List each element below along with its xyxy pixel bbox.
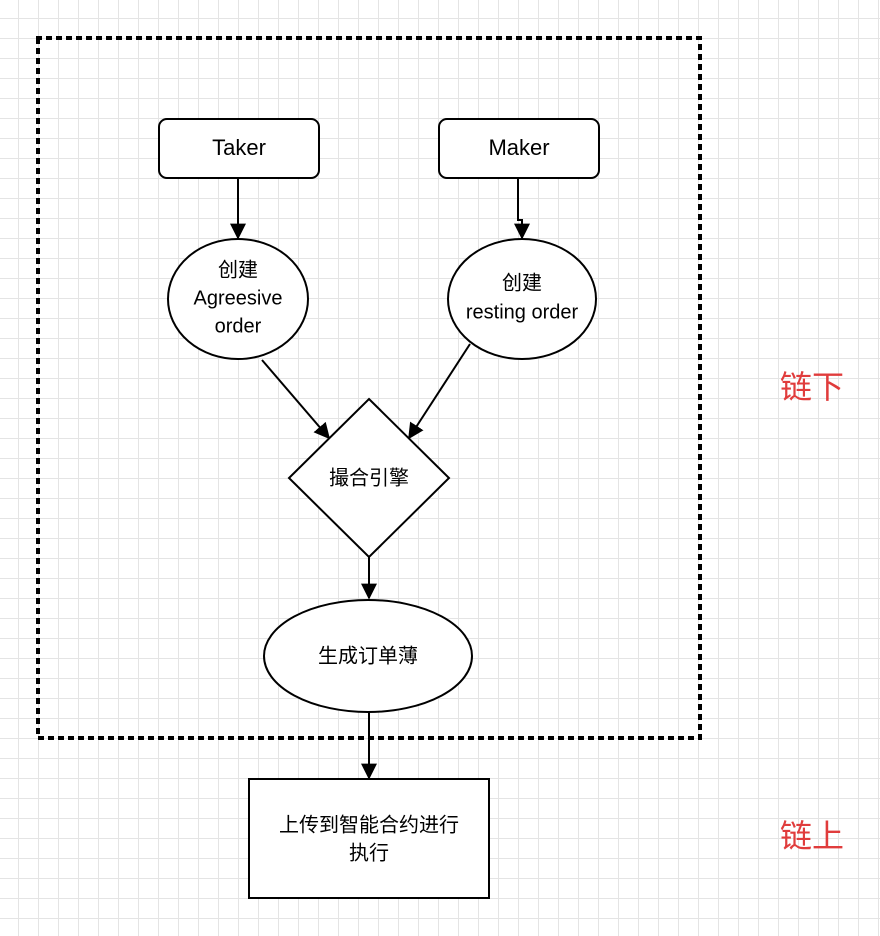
node-maker-label: Maker — [488, 135, 549, 160]
node-upload-smart-contract: 上传到智能合约进行 执行 — [248, 778, 490, 899]
node-matching-engine: 撮合引擎 — [287, 397, 451, 559]
edges — [230, 178, 530, 780]
node-create-resting-line-2: resting order — [466, 301, 579, 323]
node-generate-orderbook-label: 生成订单薄 — [318, 644, 418, 667]
node-create-aggressive-line-1: 创建 — [218, 258, 258, 281]
zone-label-onchain: 链上 — [780, 817, 844, 855]
node-create-resting-order: 创建 resting order — [447, 238, 597, 360]
node-create-aggressive-order: 创建 Agreesive order — [167, 238, 309, 360]
node-create-aggressive-line-2: Agreesive — [194, 287, 283, 309]
node-matching-engine-label: 撮合引擎 — [329, 466, 409, 489]
node-generate-orderbook: 生成订单薄 — [263, 599, 473, 713]
edge-aggressive-to-engine — [261, 359, 331, 440]
node-upload-line-1: 上传到智能合约进行 — [279, 813, 459, 836]
node-create-aggressive-line-3: order — [215, 315, 262, 337]
zone-label-offchain: 链下 — [780, 368, 844, 406]
node-create-resting-line-1: 创建 — [502, 271, 542, 294]
node-upload-line-2: 执行 — [349, 841, 389, 864]
node-taker-label: Taker — [212, 135, 266, 160]
node-maker: Maker — [438, 118, 600, 179]
node-taker: Taker — [158, 118, 320, 179]
edge-resting-to-engine — [408, 343, 471, 440]
edge-maker-to-resting — [514, 178, 530, 240]
